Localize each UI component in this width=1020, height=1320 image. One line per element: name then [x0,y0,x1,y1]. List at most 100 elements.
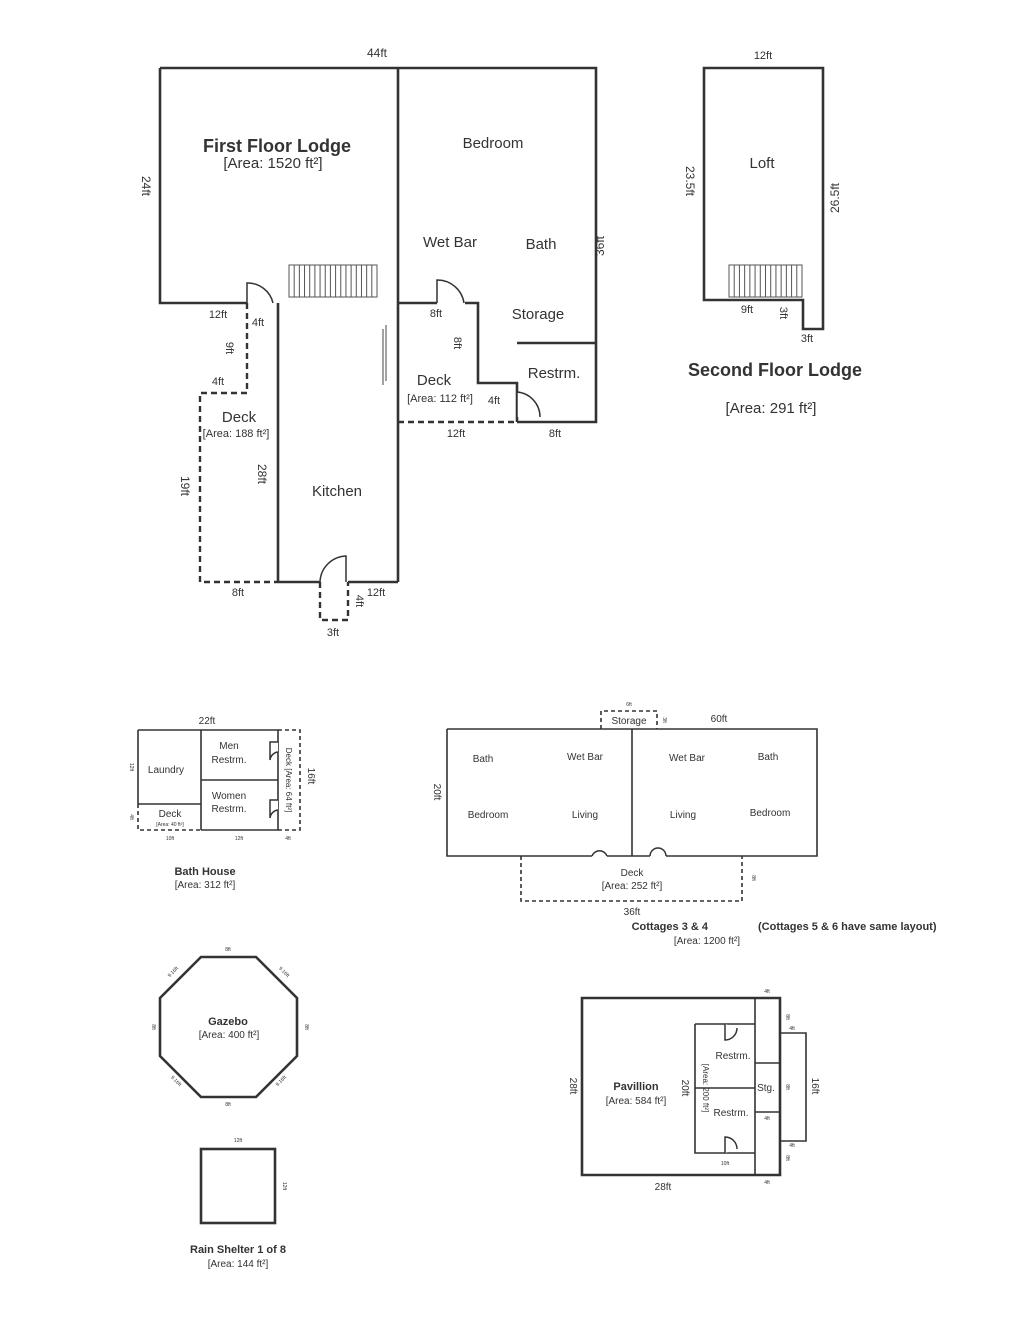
dim-left: 8ft [150,1024,156,1030]
dim-4ft: 4ft [764,989,770,995]
room-bedroom-left: Bedroom [468,810,509,821]
room-laundry: Laundry [148,765,184,776]
dim-top: 12ft [754,50,772,62]
deck-area: [Area: 40 ft²] [156,822,184,828]
dim-diagonal: 9.16ft [167,965,181,979]
dim-bottom: 28ft [655,1182,672,1193]
dim-left: 12ft [128,763,134,772]
cottages-title: Cottages 3 & 4 [632,921,709,933]
rain-shelter: 12ft 12ft Rain Shelter 1 of 8 [Area: 144… [190,1138,287,1270]
storage-label: Storage [611,716,646,727]
room-wet-bar-left: Wet Bar [567,752,604,763]
second-floor-lodge: Loft Second Floor Lodge [Area: 291 ft²] … [683,50,862,417]
dim-right: 36ft [593,235,607,256]
dim-inner-bottom: 10ft [721,1161,730,1167]
dim-9ft: 9ft [741,304,753,316]
deck-label: Deck [621,868,645,879]
deck-right-area: [Area: 112 ft²] [407,393,473,405]
dim-top: 60ft [711,714,728,725]
loft-title: Second Floor Lodge [688,360,862,380]
dim-8ft: 8ft [451,337,463,349]
dim-8ft: 8ft [549,428,561,440]
dim-8ft: 8ft [784,1084,790,1090]
stairs [728,264,803,298]
room-restroom-top: Restrm. [716,1051,751,1062]
dim-left: 4ft [128,814,134,820]
pavillion: Pavillion [Area: 584 ft²] Restrm. Restrm… [567,989,820,1193]
room-loft: Loft [749,155,775,172]
bath-house: Laundry Men Restrm. Women Restrm. Deck [… [128,716,316,891]
shelter-title: Rain Shelter 1 of 8 [190,1244,286,1256]
deck-label: Deck [159,809,183,820]
dim-3ft: 3ft [327,627,339,639]
room-bath-right: Bath [758,752,779,763]
room-living-right: Living [670,810,696,821]
door-swing [436,279,465,304]
dim-top: 22ft [199,716,216,727]
room-women: Women [212,791,246,802]
dim-4ft: 4ft [789,1143,795,1149]
dim-top: 44ft [367,46,388,60]
cottages-area: [Area: 1200 ft²] [674,936,740,947]
dim-deck-depth: 8ft [750,875,756,881]
loft-area: [Area: 291 ft²] [726,400,817,417]
door-swing [246,282,274,304]
room-bath-left: Bath [473,754,494,765]
dim-bottom: 4ft [285,836,291,842]
dim-left-deck: 19ft [178,476,192,497]
dim-left: 20ft [431,784,442,801]
dim-12ft: 12ft [209,309,227,321]
inner-area: [Area: 200 ft²] [701,1064,710,1112]
dim-deck-width: 36ft [624,907,641,918]
dim-bottom: 8ft [225,1102,231,1108]
room-storage: Stg. [757,1083,775,1094]
dim-right: 16ft [809,1078,820,1095]
dim-4ft: 4ft [764,1180,770,1186]
deck-left-area: [Area: 188 ft²] [203,428,270,440]
deck-area: [Area: 252 ft²] [602,881,663,892]
side-deck-label: Deck [Area: 64 ft²] [284,748,293,812]
dim-4ft: 4ft [488,395,500,407]
dim-diagonal: 9.16ft [277,966,291,980]
dim-8ft: 8ft [784,1014,790,1020]
dim-left: 23.5ft [683,166,697,197]
dim-bottom: 10ft [166,836,175,842]
dim-right: 8ft [303,1024,309,1030]
gazebo: Gazebo [Area: 400 ft²] 8ft 8ft 8ft 8ft 9… [150,947,309,1108]
room-bath: Bath [526,236,557,253]
dim-8ft: 8ft [784,1155,790,1161]
door-swing [516,391,541,418]
dim-kitchen-h: 28ft [255,464,269,485]
dim-4ft: 4ft [212,376,224,388]
cottages-note: (Cottages 5 & 6 have same layout) [758,921,937,933]
dim-9ft: 9ft [223,342,235,354]
room-bedroom-right: Bedroom [750,808,791,819]
room-storage: Storage [512,306,565,323]
dim-storage-depth: 3ft [661,717,667,723]
dim-storage-width: 6ft [626,702,632,708]
room-wet-bar-right: Wet Bar [669,753,706,764]
room-restroom-bottom: Restrm. [714,1108,749,1119]
lodge-title: First Floor Lodge [203,136,351,156]
pavillion-title: Pavillion [613,1081,659,1093]
dim-left: 24ft [139,176,153,197]
dim-12ft: 12ft [447,428,465,440]
entry-landing-outline [318,582,350,622]
dim-left: 28ft [567,1078,578,1095]
room-bedroom: Bedroom [463,135,524,152]
gazebo-area: [Area: 400 ft²] [199,1030,260,1041]
room-wet-bar: Wet Bar [423,234,477,251]
door-swing [319,555,347,583]
shelter-area: [Area: 144 ft²] [208,1259,269,1270]
dim-right: 12ft [281,1182,287,1191]
dim-4ft: 4ft [252,317,264,329]
dim-right: 26.5ft [828,182,842,213]
gazebo-title: Gazebo [208,1016,248,1028]
dim-8ft: 8ft [430,308,442,320]
bathhouse-area: [Area: 312 ft²] [175,880,236,891]
dim-12ft: 12ft [367,587,385,599]
bathhouse-title: Bath House [174,866,235,878]
dim-bottom: 12ft [235,836,244,842]
stairs [288,264,378,298]
